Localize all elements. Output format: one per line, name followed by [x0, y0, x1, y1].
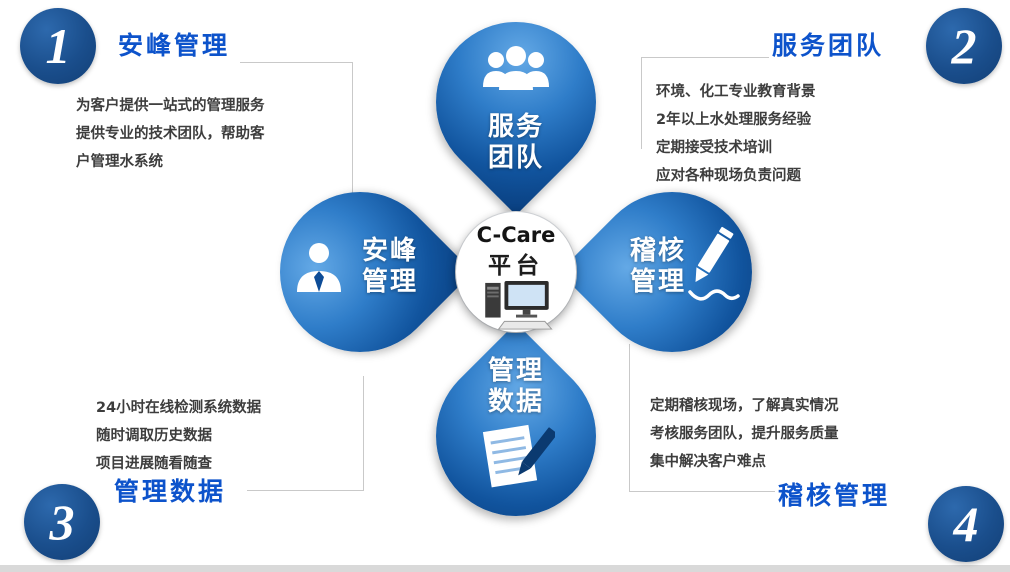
corner-number-3-text: 3 [49, 494, 75, 550]
petal-label-anfeng-management: 安峰 管理 [361, 236, 418, 297]
pencil-icon [684, 226, 744, 318]
connector-line-bottom-right-h [629, 491, 775, 492]
corner-title-audit-management: 稽核管理 [778, 481, 891, 510]
corner-number-2: 2 [926, 8, 1002, 84]
footer-strip [0, 565, 1010, 572]
center-title: C-Care [476, 223, 556, 247]
petal-label-service-team: 服务 团队 [487, 112, 544, 173]
connector-line-bottom-left-h [247, 490, 364, 491]
corner-title-service-team: 服务团队 [772, 31, 885, 60]
corner-text-management-data: 24小时在线检测系统数据 随时调取历史数据 项目进展随看随查 [96, 400, 262, 472]
corner-number-1: 1 [20, 8, 96, 84]
corner-title-management-data: 管理数据 [114, 477, 227, 506]
connector-line-top-right-h [641, 57, 769, 58]
center-subtitle: 平台 [488, 253, 544, 279]
petal-label-audit-management: 稽核 管理 [629, 236, 686, 297]
corner-title-anfeng-management: 安峰管理 [118, 31, 231, 60]
team-people-icon [480, 46, 552, 96]
petal-service-team [402, 0, 630, 216]
corner-number-4-text: 4 [953, 496, 979, 552]
corner-number-3: 3 [24, 484, 100, 560]
connector-line-bottom-left-v [363, 376, 364, 490]
connector-line-top-left-v [352, 62, 353, 200]
connector-line-top-right-v [641, 57, 642, 149]
corner-number-1-text: 1 [45, 18, 71, 74]
manager-person-icon [292, 240, 346, 298]
desktop-computer-icon [477, 281, 555, 335]
petal-label-management-data: 管理 数据 [487, 356, 544, 417]
corner-text-service-team: 环境、化工专业教育背景 2年以上水处理服务经验 定期接受技术培训 应对各种现场负… [656, 84, 816, 184]
corner-number-2-text: 2 [951, 18, 977, 74]
corner-text-audit-management: 定期稽核现场，了解真实情况 考核服务团队，提升服务质量 集中解决客户难点 [650, 398, 839, 470]
center-platform-hub: C-Care 平台 [456, 212, 576, 332]
document-pen-icon [477, 420, 558, 502]
corner-number-4: 4 [928, 486, 1004, 562]
connector-line-bottom-right-v [629, 344, 630, 491]
corner-text-anfeng-management: 为客户提供一站式的管理服务 提供专业的技术团队，帮助客 户管理水系统 [76, 98, 265, 170]
connector-line-top-left-h [240, 62, 353, 63]
